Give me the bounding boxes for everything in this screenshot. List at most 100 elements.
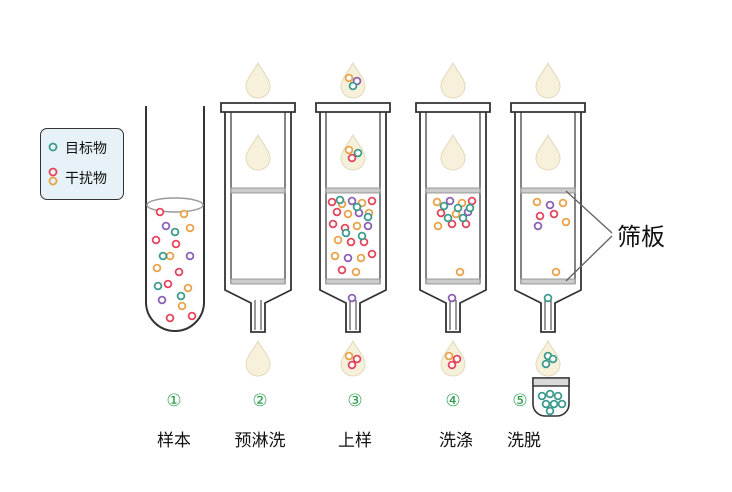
interferent-particle — [363, 221, 373, 231]
waste-drop-bottom — [340, 339, 366, 377]
interferent-particle — [367, 249, 377, 259]
step-2-name: 预淋洗 — [234, 431, 286, 451]
step-2-number: ② — [252, 391, 268, 411]
sample-test-tube — [145, 106, 205, 332]
interferent-particle — [367, 196, 377, 206]
target-particle — [453, 203, 463, 213]
interferent-particle — [447, 360, 457, 370]
interferent-particle — [467, 196, 477, 206]
sieve-callout-upper — [565, 190, 613, 234]
column-rim — [220, 102, 296, 113]
target-particle — [341, 228, 351, 238]
interferent-particle — [157, 295, 167, 305]
column-outer-wall — [319, 112, 387, 333]
drop-shape — [440, 133, 466, 171]
interferent-particle — [347, 293, 357, 303]
column-inner-wall — [425, 112, 481, 284]
drop-shape — [245, 339, 271, 377]
interferent-particle — [452, 354, 462, 364]
interferent-particle — [549, 209, 559, 219]
eluent-drop-top — [535, 61, 561, 99]
interferent-particle — [177, 301, 187, 311]
interferent-particle — [337, 265, 347, 275]
interferent-particle — [163, 279, 173, 289]
drop-shape — [245, 133, 271, 171]
step-4-name: 洗涤 — [439, 431, 473, 451]
interferent-particle — [165, 313, 175, 323]
step-3-name: 上样 — [338, 431, 372, 451]
column-outer-wall — [514, 112, 582, 333]
target-particle — [465, 203, 475, 213]
sample-drop-top — [340, 61, 366, 99]
vial-cap — [532, 377, 570, 387]
interferent-particle — [432, 197, 442, 207]
interferent-particle — [352, 354, 362, 364]
step-1-name: 样本 — [157, 431, 191, 451]
target-particle — [549, 399, 559, 409]
waste-drop-bottom — [440, 339, 466, 377]
interferent-particle — [185, 251, 195, 261]
target-particle — [458, 213, 468, 223]
target-particle — [335, 195, 345, 205]
interferent-particle — [346, 237, 356, 247]
solvent-drop-bottom — [245, 339, 271, 377]
upper-sieve-plate — [230, 187, 286, 194]
sample-drop-inside — [340, 133, 366, 171]
column-tip-bore — [449, 300, 457, 330]
column-rim — [415, 102, 491, 113]
interferent-dots-icon — [48, 167, 58, 186]
eluate-drop-bottom — [535, 339, 561, 377]
interferent-particle — [558, 198, 568, 208]
column-outer-wall — [419, 112, 487, 333]
drop-shape — [535, 133, 561, 171]
interferent-particle — [165, 251, 175, 261]
interferent-particle — [151, 235, 161, 245]
interferent-particle — [561, 217, 571, 227]
target-particle — [352, 202, 362, 212]
interferent-particle — [183, 283, 193, 293]
target-particle — [537, 391, 547, 401]
column-rim — [315, 102, 391, 113]
interferent-particle — [179, 209, 189, 219]
interferent-particle — [332, 207, 342, 217]
interferent-particle — [532, 197, 542, 207]
interferent-particle — [155, 207, 165, 217]
test-tube-wall — [145, 106, 205, 332]
interferent-particle — [352, 221, 362, 231]
target-particle — [153, 281, 163, 291]
upper-sieve-plate — [520, 187, 576, 194]
wash-drop-inside — [440, 133, 466, 171]
collection-vial — [532, 377, 570, 417]
interferent-particle — [171, 239, 181, 249]
interferent-particle — [328, 219, 338, 229]
lower-sieve-plate — [230, 278, 286, 285]
interferent-particle — [545, 200, 555, 210]
legend: 目标物 干扰物 — [40, 128, 124, 200]
column-inner-wall — [230, 112, 286, 284]
interferent-particle — [174, 267, 184, 277]
spe-column-loading — [315, 102, 391, 333]
target-particle — [158, 251, 168, 261]
target-particle — [353, 148, 363, 158]
interferent-particle — [185, 223, 195, 233]
target-particle — [545, 389, 555, 399]
sieve-label: 筛板 — [617, 223, 665, 251]
drop-shape — [440, 61, 466, 99]
target-particle — [170, 227, 180, 237]
column-outer-wall — [224, 112, 292, 333]
liquid-surface — [146, 197, 204, 213]
spe-column-prerinse — [220, 102, 296, 333]
interferent-particle — [344, 145, 354, 155]
interferent-particle — [433, 221, 443, 231]
target-particle — [541, 399, 551, 409]
interferent-particle — [447, 219, 457, 229]
interferent-particle — [187, 311, 197, 321]
target-particle — [548, 354, 558, 364]
upper-sieve-plate — [325, 187, 381, 194]
legend-target-label: 目标物 — [65, 141, 107, 157]
interferent-particle — [455, 267, 465, 277]
wash-drop-top — [440, 61, 466, 99]
interferent-particle — [445, 196, 455, 206]
interferent-particle — [447, 293, 457, 303]
